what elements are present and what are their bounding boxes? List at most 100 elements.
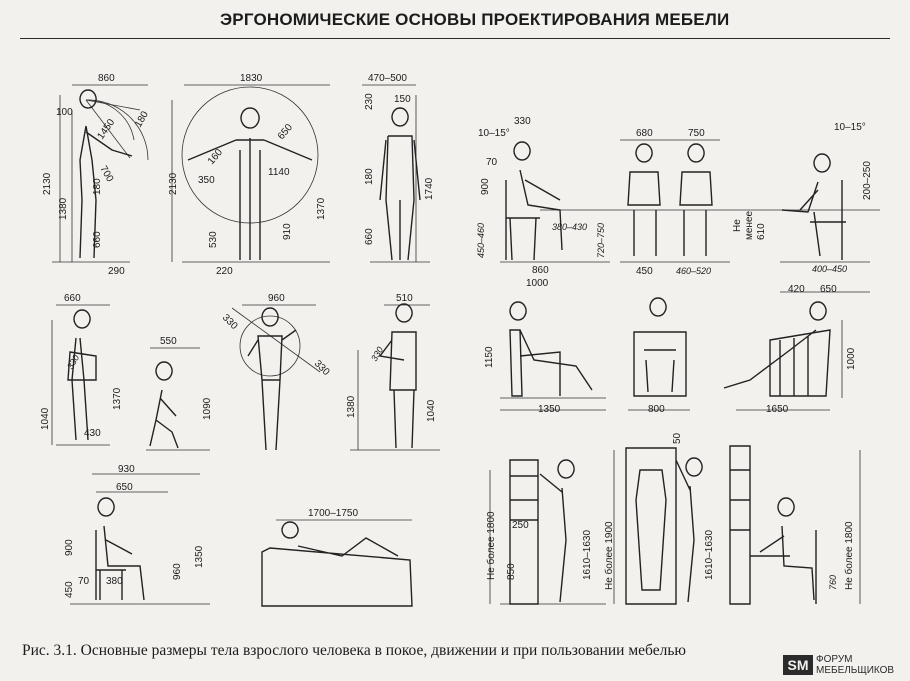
dim-n-5: 380: [106, 576, 123, 587]
dim-g-0: 660: [64, 293, 81, 304]
dim-a-3: 180: [133, 109, 151, 129]
dim-b-8: 910: [282, 223, 293, 240]
dim-f-2: 400–450: [812, 264, 847, 274]
dim-m-0: 1000: [846, 347, 857, 370]
figure-n-seated-chair: 930 650 900 450 70 380 960 1350: [64, 464, 210, 605]
figure-e-two-seated: 680 750 450 460–520 Не менее 610: [620, 128, 767, 277]
dim-q-0: 50: [672, 432, 683, 444]
dim-b-7: 530: [208, 231, 219, 248]
dim-q-2: 1610–1630: [704, 530, 715, 580]
dim-k-0: 1150: [484, 346, 495, 368]
dim-d-3: 900: [480, 178, 491, 195]
dim-g-1: 330: [65, 353, 81, 371]
dim-b-2: 350: [198, 175, 215, 186]
dim-n-3: 450: [64, 581, 75, 598]
dim-g-4: 430: [84, 428, 101, 439]
figure-caption: Рис. 3.1. Основные размеры тела взрослог…: [22, 642, 686, 659]
dim-h-0: 550: [160, 336, 177, 347]
figure-l-armchair-front: 800: [628, 297, 690, 415]
dim-b-4: 1140: [268, 167, 290, 178]
title-rule: [20, 38, 890, 39]
dim-b-5: 2130: [168, 172, 179, 195]
dim-i-0: 960: [268, 293, 285, 304]
dim-p-3: 1610–1630: [582, 530, 593, 580]
dim-b-9: 220: [216, 266, 233, 277]
watermark-logo: SM ФОРУМ МЕБЕЛЬЩИКОВ: [783, 653, 907, 679]
dim-d-2: 70: [486, 157, 498, 168]
dim-e-3: 460–520: [676, 266, 711, 276]
dim-e-5: менее: [744, 210, 755, 240]
figure-i-front-arms: 960 330 330: [220, 293, 332, 451]
dim-o-0: 1700–1750: [308, 508, 358, 519]
dim-l-0: 800: [648, 404, 665, 415]
dim-b-1: 650: [276, 122, 295, 142]
figure-k-armchair: 1150 1350: [484, 301, 606, 415]
watermark-logo-mark: SM: [783, 655, 813, 675]
figure-f-seated-right: 10–15° 200–250 400–450 420 650: [780, 122, 873, 295]
dim-c-5: 660: [364, 228, 375, 245]
dim-d-0: 10–15°: [478, 128, 510, 139]
figure-r-secretaire: Не более 1800 760: [729, 445, 861, 605]
dim-b-0: 1830: [240, 73, 263, 84]
dim-f-3: 420: [788, 284, 805, 295]
dim-g-2: 1370: [112, 387, 123, 410]
figure-b-frontal-reach: 1830 650 350 160 1140 2130 1370 530 910 …: [168, 73, 330, 277]
dim-n-1: 650: [116, 482, 133, 493]
dim-b-3: 160: [206, 147, 225, 167]
dim-e-0: 680: [636, 128, 653, 139]
figure-o-lying: 1700–1750: [261, 508, 413, 607]
ergonomics-figure: 860 100 1450 180 700 180 2130 1380 660 2…: [40, 73, 880, 607]
dim-d-8: 1000: [526, 278, 549, 289]
dim-i-2: 330: [312, 358, 332, 378]
dim-j-2: 1380: [346, 395, 357, 418]
dim-f-4: 650: [820, 284, 837, 295]
figure-g-standing-side: 660 330 1370 1040 430: [40, 293, 123, 446]
dim-a-5: 180: [92, 178, 103, 195]
dim-n-7: 1350: [194, 545, 205, 568]
dim-h-1: 1090: [202, 397, 213, 420]
watermark-line-1: ФОРУМ: [816, 654, 853, 665]
watermark-line-2: МЕБЕЛЬЩИКОВ: [816, 665, 895, 676]
dim-d-7: 860: [532, 265, 549, 276]
dim-k-1: 1350: [538, 404, 561, 415]
dim-n-6: 960: [172, 563, 183, 580]
page-title: ЭРГОНОМИЧЕСКИЕ ОСНОВЫ ПРОЕКТИРОВАНИЯ МЕБ…: [220, 10, 730, 29]
dim-d-1: 330: [514, 116, 531, 127]
dim-a-6: 2130: [42, 172, 53, 195]
dim-n-2: 900: [64, 539, 75, 556]
dim-e-6: 610: [756, 223, 767, 240]
dim-a-9: 290: [108, 266, 125, 277]
dim-a-8: 660: [92, 231, 103, 248]
figure-q-wardrobe: 50 Не более 1900 1610–1630: [603, 432, 715, 605]
dim-e-1: 750: [688, 128, 705, 139]
dim-a-0: 860: [98, 73, 115, 84]
figure-j-front-holding: 510 330 1380 1040: [346, 293, 440, 451]
figure-a-standing-side-reach: 860 100 1450 180 700 180 2130 1380 660 2…: [42, 73, 151, 277]
dim-f-0: 10–15°: [834, 122, 866, 133]
dim-j-3: 1040: [426, 399, 437, 422]
dim-e-2: 450: [636, 266, 653, 277]
dim-j-0: 510: [396, 293, 413, 304]
dim-a-7: 1380: [58, 197, 69, 220]
dim-a-1: 100: [56, 107, 73, 118]
dim-c-1: 230: [364, 93, 375, 110]
dim-r-0: Не более 1800: [843, 521, 855, 590]
dim-e-4: Не: [732, 219, 743, 232]
dim-f-1: 200–250: [862, 161, 873, 200]
figure-m-reclining-chair: 1000 1650: [723, 301, 857, 415]
dim-j-1: 330: [369, 345, 385, 363]
figure-c-standing-front: 470–500 230 150 180 1740 660: [362, 73, 435, 263]
dim-p-2: 850: [506, 563, 517, 580]
figure-p-shelf-reach: 250 Не более 1800 850 1610–1630: [485, 459, 606, 605]
dim-m-1: 1650: [766, 404, 789, 415]
dim-p-1: Не более 1800: [485, 511, 497, 580]
dim-d-6: 450–460: [476, 223, 486, 258]
dim-c-4: 1740: [424, 177, 435, 200]
dim-c-2: 150: [394, 94, 411, 105]
dim-a-2: 1450: [95, 117, 117, 142]
dim-b-6: 1370: [316, 197, 327, 220]
dim-i-1: 330: [220, 312, 240, 332]
dim-d-4: 380–430: [552, 222, 587, 232]
dim-q-1: Не более 1900: [603, 521, 615, 590]
dim-n-4: 70: [78, 576, 90, 587]
